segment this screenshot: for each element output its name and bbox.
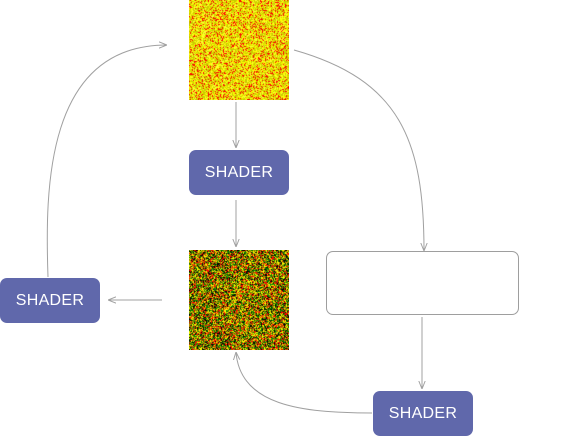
bottom-noise-texture[interactable] (189, 250, 289, 350)
shader-node-left-label: SHADER (15, 291, 85, 309)
shader-node-center-label: SHADER (204, 163, 274, 181)
shader-node-bottom[interactable]: SHADER (373, 391, 473, 436)
top-noise-texture[interactable] (189, 0, 289, 100)
shader-node-bottom-label: SHADER (388, 404, 458, 422)
shader-node-left[interactable]: SHADER (0, 278, 100, 323)
shader-node-center[interactable]: SHADER (189, 150, 289, 195)
wire-top-texture-to-empty-node (293, 49, 424, 251)
wire-bottom-shader-to-bottom-texture (236, 352, 373, 414)
empty-node[interactable] (326, 251, 519, 315)
wire-left-shader-to-top-texture (46, 45, 167, 278)
bottom-noise-texture-canvas (189, 250, 289, 350)
top-noise-texture-canvas (189, 0, 289, 100)
